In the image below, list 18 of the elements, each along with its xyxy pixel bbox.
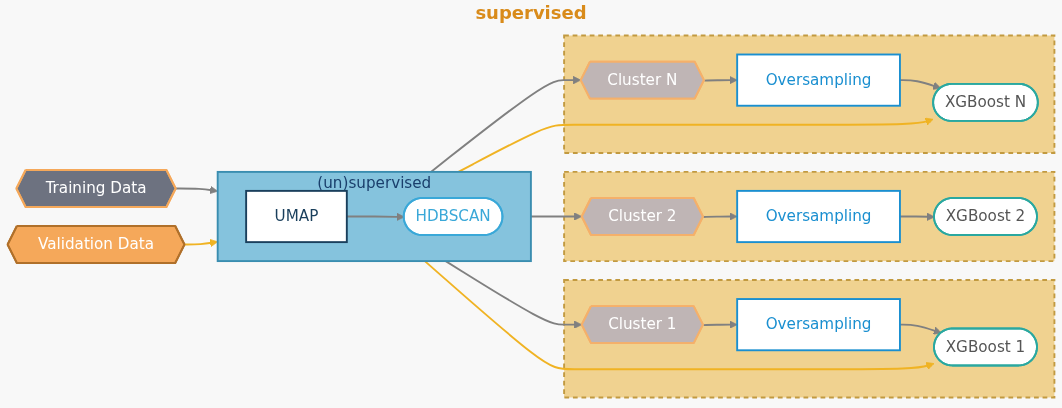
cluster	[563, 279, 1056, 399]
node-box: UMAP	[245, 189, 348, 244]
arrow	[703, 75, 738, 85]
arrow	[444, 260, 583, 329]
arrow	[423, 260, 935, 371]
arrow	[457, 117, 934, 173]
arrow	[429, 75, 582, 173]
section-heading: supervised	[475, 2, 587, 23]
arrow	[899, 79, 942, 90]
node-box: Oversampling	[736, 298, 901, 352]
cluster	[563, 170, 1056, 263]
arrow	[899, 212, 935, 221]
node-box: Oversampling	[736, 189, 901, 244]
arrow	[702, 320, 738, 329]
arrow	[702, 212, 738, 221]
cluster	[563, 34, 1056, 154]
arrow	[899, 323, 942, 335]
node-box: Oversampling	[736, 53, 901, 107]
